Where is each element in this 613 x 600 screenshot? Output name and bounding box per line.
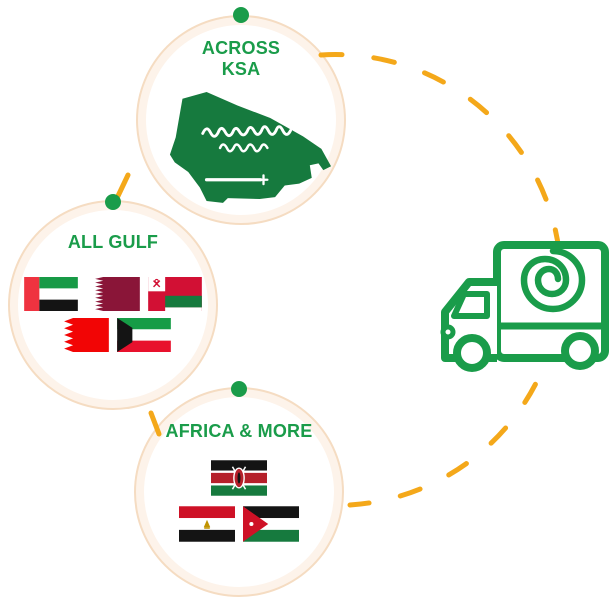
gulf-flags [24, 276, 202, 352]
circle-africa-more: AFRICA & MORE [144, 397, 334, 587]
flag-egypt [179, 506, 235, 542]
flag-row [179, 506, 299, 542]
flag-row [55, 317, 171, 352]
circle-title-ksa: ACROSS KSA [202, 38, 280, 80]
truck-headlight [440, 324, 456, 340]
saudi-arabia-map [168, 88, 332, 204]
connector-dot-africa [231, 381, 247, 397]
title-line-2: KSA [221, 58, 261, 79]
circle-title-gulf: ALL GULF [67, 232, 159, 252]
flag-bahrain [55, 317, 109, 352]
route-dash-africa [148, 410, 162, 437]
flag-jordan [243, 506, 299, 542]
circle-across-ksa: ACROSS KSA [146, 25, 336, 215]
flag-row [211, 460, 267, 496]
truck-wheel-front [453, 334, 491, 372]
circle-title-africa: AFRICA & MORE [165, 421, 313, 441]
flag-kuwait [117, 317, 171, 352]
flag-uae [24, 276, 78, 311]
route-dash-gulf [115, 172, 131, 199]
flag-qatar [86, 276, 140, 311]
flag-kenya [211, 460, 267, 496]
connector-dot-ksa [233, 7, 249, 23]
flag-oman [148, 276, 202, 311]
title-line-1: ACROSS [201, 38, 281, 58]
africa-flags [179, 460, 299, 542]
connector-dot-gulf [105, 194, 121, 210]
circle-all-gulf: ALL GULF [18, 210, 208, 400]
flag-row [24, 276, 202, 311]
delivery-truck-icon [435, 238, 610, 378]
truck-wheel-rear [561, 332, 599, 370]
